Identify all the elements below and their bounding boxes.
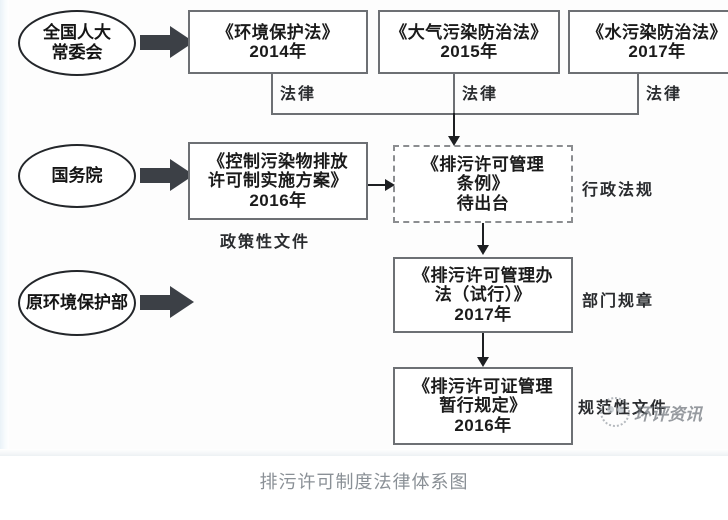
node-air-pollution-law[interactable]: 《大气污染防治法》 2015年	[378, 10, 560, 74]
watermark: 环评资讯	[600, 392, 718, 432]
node-discharge-permit-measures[interactable]: 《排污许可管理办 法（试行）》 2017年	[393, 257, 573, 333]
law-title: 《大气污染防治法》	[390, 22, 548, 42]
node-pollutant-discharge-permit-plan[interactable]: 《控制污染物排放 许可制实施方案》 2016年	[188, 142, 368, 220]
figure-caption: 排污许可制度法律体系图	[259, 472, 469, 492]
label-regulation-category-1: 行政法规	[582, 180, 655, 199]
scan-edge-left	[0, 0, 9, 456]
arrow-shaft	[140, 35, 174, 50]
watermark-text: 环评资讯	[634, 404, 702, 425]
arrow-down-icon-to-interim	[477, 357, 489, 367]
measures-line-1: 《排污许可管理办	[413, 266, 553, 286]
diagram-canvas: 全国人大 常委会 《环境保护法》 2014年 《大气污染防治法》 2015年 《…	[0, 0, 728, 456]
arrow-head	[170, 286, 194, 318]
label-law-category-3: 法律	[646, 84, 683, 103]
node-environmental-protection-law[interactable]: 《环境保护法》 2014年	[188, 10, 368, 74]
label-regulation-category-2: 部门规章	[582, 291, 655, 310]
connector-measures-to-interim	[482, 333, 484, 359]
law-year: 2015年	[440, 42, 498, 61]
npc-line-2: 常委会	[51, 43, 103, 62]
label-law-category-1: 法律	[280, 84, 317, 103]
law-title: 《水污染防治法》	[587, 22, 727, 42]
connector-law-1-drop	[271, 74, 273, 115]
law-year: 2014年	[249, 42, 307, 61]
node-state-council[interactable]: 国务院	[18, 144, 136, 208]
node-discharge-permit-regulation[interactable]: 《排污许可管理 条例》 待出台	[393, 145, 573, 223]
interim-line-2: 暂行规定》	[439, 396, 527, 416]
connector-policy-to-regulation	[368, 184, 390, 186]
arrow-down-icon-to-measures	[477, 245, 489, 255]
npc-line-1: 全国人大	[43, 23, 111, 43]
block-arrow-right-icon-mep	[140, 286, 196, 319]
connector-law-3-drop	[637, 74, 639, 115]
label-policy-category: 政策性文件	[220, 232, 311, 251]
regulation-line-1: 《排污许可管理	[421, 155, 545, 175]
scan-edge-bottom	[0, 449, 728, 456]
node-npc-standing-committee[interactable]: 全国人大 常委会	[18, 10, 136, 76]
connector-law-2-drop	[453, 74, 455, 115]
measures-year: 2017年	[454, 304, 512, 324]
arrow-right-icon-to-regulation	[385, 179, 395, 191]
policy-year: 2016年	[249, 190, 307, 210]
measures-line-2: 法（试行）》	[434, 285, 532, 305]
law-year: 2017年	[628, 42, 686, 61]
interim-line-1: 《排污许可证管理	[413, 377, 553, 397]
regulation-status: 待出台	[456, 193, 510, 213]
arrow-shaft	[140, 295, 174, 310]
node-discharge-permit-interim-rules[interactable]: 《排污许可证管理 暂行规定》 2016年	[393, 367, 573, 445]
connector-bus-to-regulation	[453, 113, 455, 141]
arrow-shaft	[140, 168, 174, 183]
label-law-category-2: 法律	[462, 84, 499, 103]
node-water-pollution-law[interactable]: 《水污染防治法》 2017年	[568, 10, 728, 74]
arrow-down-icon-to-regulation	[448, 136, 460, 146]
law-title: 《环境保护法》	[216, 22, 340, 42]
policy-line-2: 许可制实施方案》	[208, 171, 348, 191]
interim-year: 2016年	[454, 415, 512, 435]
panda-logo-icon	[600, 397, 630, 427]
connector-regulation-to-measures	[482, 223, 484, 247]
state-council-line-1: 国务院	[51, 166, 103, 186]
node-former-mep[interactable]: 原环境保护部	[18, 270, 136, 336]
mep-line-1: 原环境保护部	[26, 293, 128, 313]
connector-law-bus	[271, 113, 639, 115]
policy-line-1: 《控制污染物排放	[208, 152, 348, 172]
regulation-line-2: 条例》	[456, 174, 510, 194]
